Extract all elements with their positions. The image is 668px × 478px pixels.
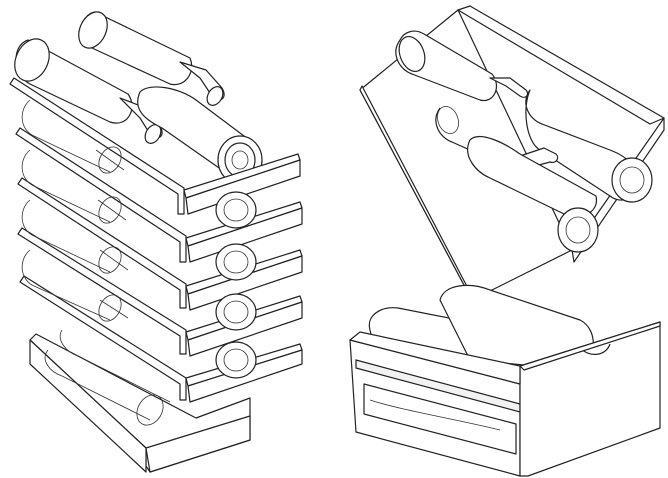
bottle-top-left: [14, 38, 163, 144]
stacked-wine-racks: [9, 11, 303, 473]
tray-bottle-1: [395, 30, 529, 102]
bottom-drawer: [29, 329, 251, 473]
bottle-top-back: [78, 11, 225, 106]
bottle-bodies: [21, 99, 129, 322]
bottle-ends: [215, 191, 257, 379]
single-tray-rack: [359, 5, 665, 301]
tray-bottle-4: [467, 135, 599, 253]
tray-bottle-2: [525, 89, 653, 203]
drawer-bottle-rack: [349, 284, 661, 477]
